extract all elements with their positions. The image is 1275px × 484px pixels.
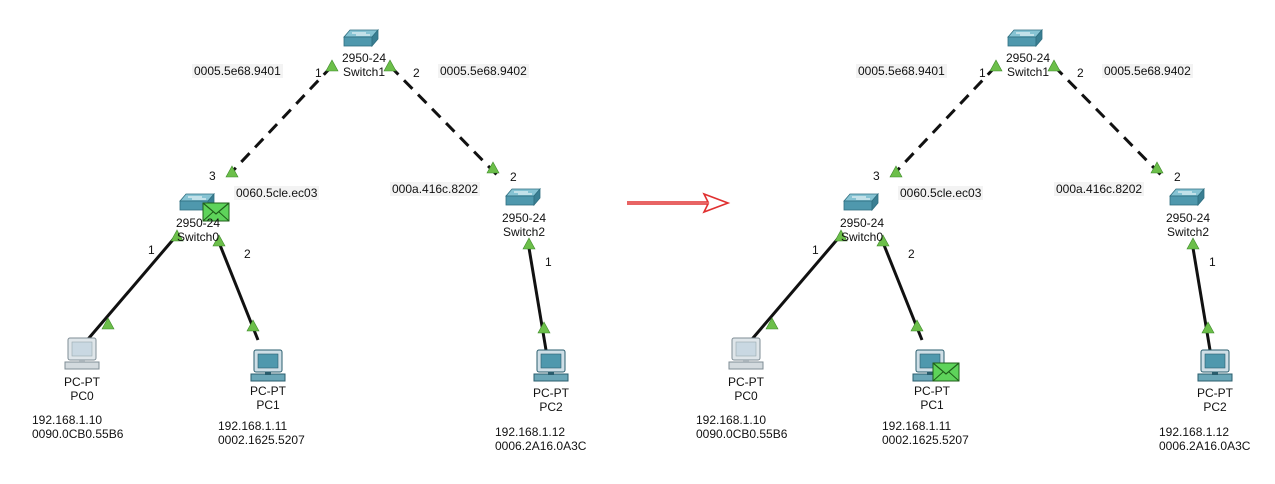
pc-icon[interactable] [64,337,100,370]
mac-label: 000a.416c.8202 [1054,182,1145,196]
port-label: 2 [413,66,420,80]
envelope-icon [932,362,960,382]
port-label: 1 [1209,255,1216,269]
ip-address: 192.168.1.12 [1159,425,1230,439]
port-label: 2 [908,247,915,261]
port-label: 1 [979,66,986,80]
port-label: 3 [873,169,880,183]
switch-model: 2950-24 [1005,51,1051,65]
pc-type: PC-PT [914,384,950,398]
mac-address: 0002.1625.5207 [218,433,305,447]
mac-label: 0060.5cle.ec03 [898,186,984,200]
port-label: 1 [812,243,819,257]
pc-name: PC1 [256,398,280,412]
mac-label: 0005.5e68.9402 [438,64,529,78]
triangle-icon [522,237,536,250]
panel-1 [64,29,569,382]
triangle-icon [246,319,260,332]
pc-name: PC0 [734,389,758,403]
port-label: 3 [209,169,216,183]
link-switch1-switch0 [226,64,334,178]
switch-name: Switch1 [1006,65,1050,79]
triangle-icon [1201,321,1215,334]
mac-address: 0002.1625.5207 [882,433,969,447]
link-switch0-pc0 [745,234,843,346]
port-label: 2 [1077,66,1084,80]
switch-icon[interactable] [343,29,379,47]
triangle-icon [537,321,551,334]
switch-name: Switch0 [176,230,220,244]
triangle-icon [910,319,924,332]
mac-label: 0005.5e68.9401 [856,64,947,78]
pc-name: PC1 [920,398,944,412]
link-switch0-pc0 [81,234,179,346]
mac-label: 0005.5e68.9402 [1102,64,1193,78]
pc-icon[interactable] [1197,349,1233,382]
switch-icon[interactable] [1169,188,1205,206]
pc-icon[interactable] [728,337,764,370]
triangle-icon [225,165,239,178]
pc-type: PC-PT [64,375,100,389]
link-switch1-switch0 [890,64,998,178]
switch-name: Switch0 [840,230,884,244]
switch-icon[interactable] [1007,29,1043,47]
pc-type: PC-PT [250,384,286,398]
mac-address: 0090.0CB0.55B6 [32,427,124,441]
switch-icon[interactable] [505,188,541,206]
pc-name: PC2 [1203,400,1227,414]
port-label: 1 [545,255,552,269]
arrow-right-icon [627,192,731,214]
mac-address: 0006.2A16.0A3C [495,439,587,453]
ip-address: 192.168.1.10 [696,413,767,427]
port-label: 1 [148,243,155,257]
pc-icon[interactable] [533,349,569,382]
pc-type: PC-PT [728,375,764,389]
switch-model: 2950-24 [175,216,221,230]
panel-2 [728,29,1233,382]
port-label: 2 [1174,170,1181,184]
link-switch2-pc2 [526,241,548,351]
switch-name: Switch1 [342,65,386,79]
switch-model: 2950-24 [341,51,387,65]
triangle-icon [889,165,903,178]
pc-icon[interactable] [250,349,286,382]
link-switch2-pc2 [1190,241,1212,351]
port-label: 2 [244,247,251,261]
switch-model: 2950-24 [1165,211,1211,225]
switch-name: Switch2 [502,225,546,239]
pc-name: PC2 [539,400,563,414]
pc-type: PC-PT [533,386,569,400]
ip-address: 192.168.1.10 [32,413,103,427]
port-label: 2 [510,170,517,184]
ip-address: 192.168.1.11 [882,419,952,433]
switch-model: 2950-24 [501,211,547,225]
switch-model: 2950-24 [839,216,885,230]
link-switch1-switch2 [388,64,500,178]
switch-name: Switch2 [1166,225,1210,239]
link-switch1-switch2 [1052,64,1164,178]
pc-type: PC-PT [1197,386,1233,400]
mac-label: 0060.5cle.ec03 [234,186,320,200]
pc-name: PC0 [70,389,94,403]
port-label: 1 [315,66,322,80]
triangle-icon [1186,237,1200,250]
mac-label: 000a.416c.8202 [390,182,481,196]
mac-address: 0090.0CB0.55B6 [696,427,788,441]
switch-icon[interactable] [843,193,879,211]
mac-address: 0006.2A16.0A3C [1159,439,1251,453]
ip-address: 192.168.1.12 [495,425,566,439]
ip-address: 192.168.1.11 [218,419,288,433]
mac-label: 0005.5e68.9401 [192,64,283,78]
